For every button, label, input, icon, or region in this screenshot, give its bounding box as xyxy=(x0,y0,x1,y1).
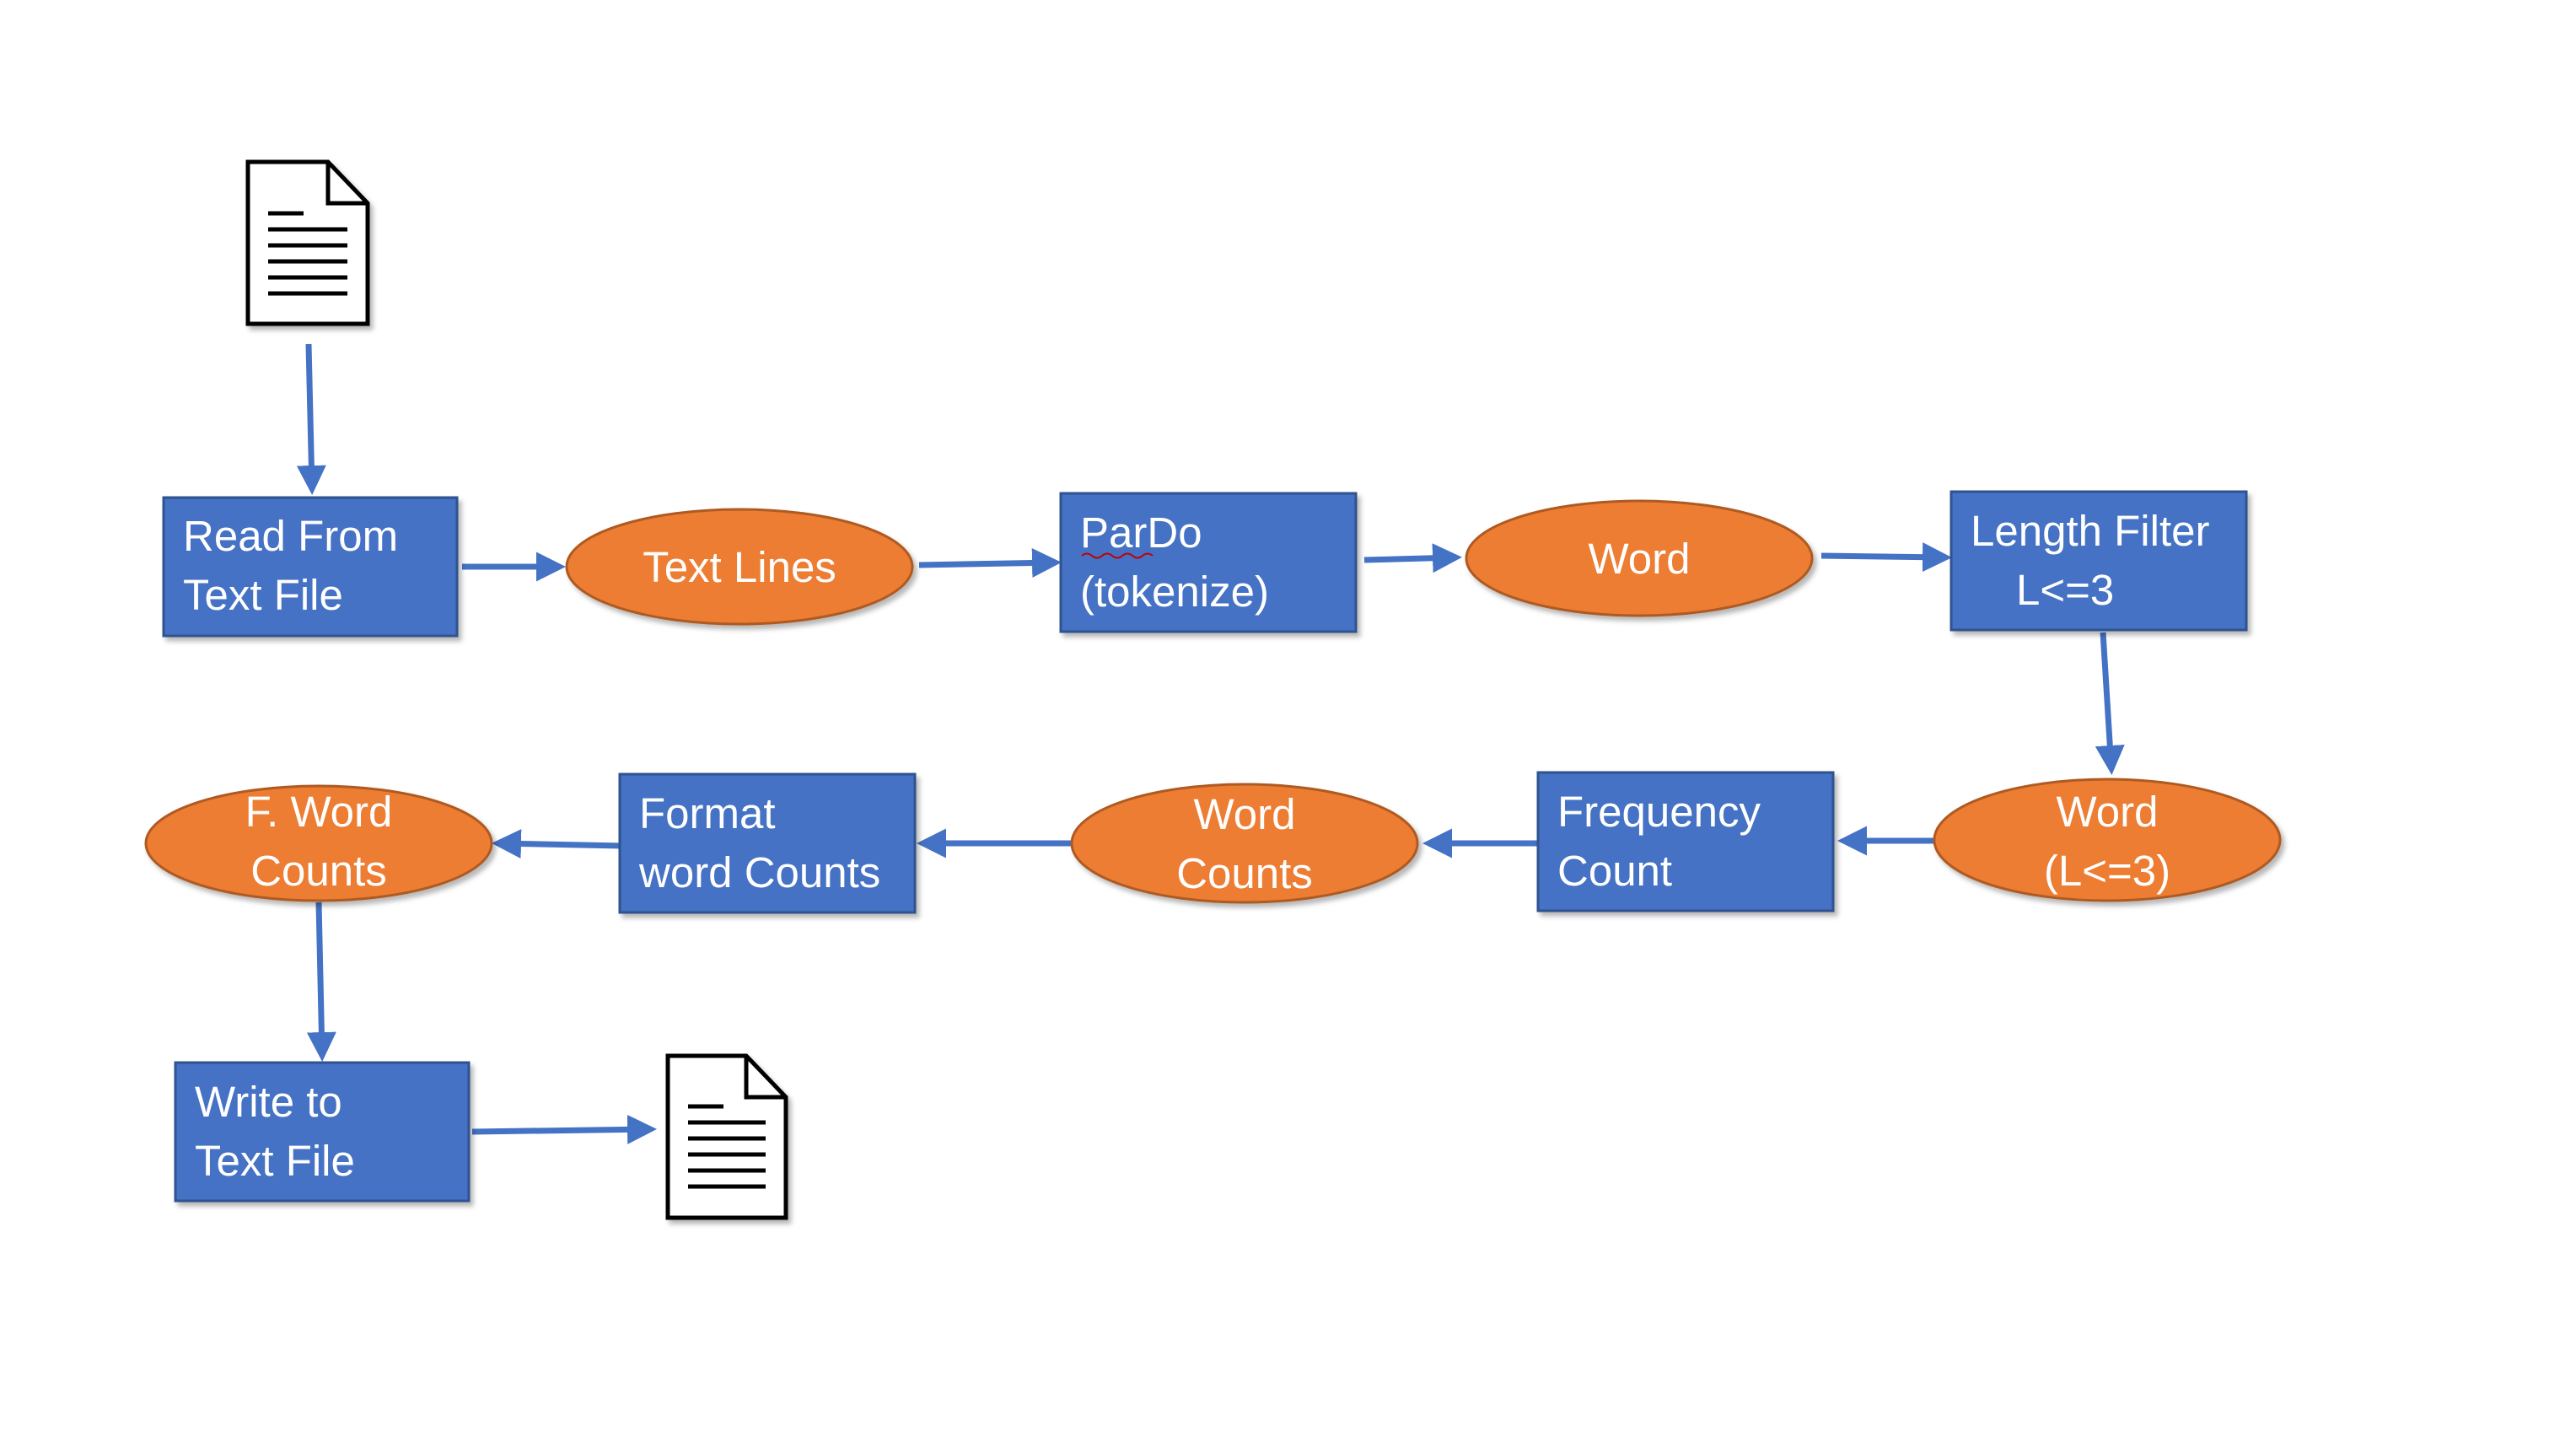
node-label-line2: Text File xyxy=(183,571,343,619)
node-label-line1: ParDo xyxy=(1080,509,1202,557)
process-format-word-counts: Format word Counts xyxy=(618,772,917,914)
arrow-word-to-length-filter xyxy=(1820,542,1952,573)
node-label-line2: (L<=3) xyxy=(2044,847,2170,895)
node-label-line1: Write to xyxy=(195,1078,342,1126)
node-label-line2: word Counts xyxy=(638,848,880,896)
node-label-line2: L<=3 xyxy=(2016,566,2114,614)
arrow-length-filter-to-word-filtered xyxy=(2095,632,2125,775)
data-f-word-counts: F. Word Counts xyxy=(144,784,493,902)
arrow-f-word-counts-to-write xyxy=(306,901,336,1062)
data-text-lines: Text Lines xyxy=(565,508,914,626)
arrow-write-to-output xyxy=(471,1114,657,1144)
node-label-line2: Text File xyxy=(195,1137,355,1185)
process-pardo-tokenize: ParDo (tokenize) xyxy=(1059,492,1358,633)
node-label-line2: Counts xyxy=(250,847,387,895)
node-label-line1: Format xyxy=(639,789,776,837)
input-document-icon xyxy=(245,159,370,326)
arrow-input-to-read xyxy=(296,343,326,495)
data-word: Word xyxy=(1465,499,1814,617)
node-label-line1: Word xyxy=(1589,535,1691,583)
node-label-line1: Read From xyxy=(183,512,398,560)
node-label-line2: Count xyxy=(1557,847,1672,895)
edges xyxy=(296,343,2125,1144)
arrow-format-to-f-word-counts xyxy=(492,829,623,859)
output-document-icon xyxy=(665,1053,788,1220)
node-label-line1: Word xyxy=(2057,788,2159,836)
node-label-line2: (tokenize) xyxy=(1080,568,1269,616)
node-label-line2: Counts xyxy=(1176,849,1313,897)
process-frequency-count: Frequency Count xyxy=(1536,771,1835,912)
node-label-line1: F. Word xyxy=(245,788,393,836)
spellcheck-underline xyxy=(1081,552,1154,559)
arrow-text-lines-to-pardo xyxy=(918,548,1062,579)
node-label-line1: Length Filter xyxy=(1971,507,2210,555)
data-word-filtered: Word (L<=3) xyxy=(1933,778,2282,902)
process-read-from-text-file: Read From Text File xyxy=(162,496,459,638)
data-word-counts: Word Counts xyxy=(1070,783,1419,904)
node-label-line1: Frequency xyxy=(1557,788,1761,836)
process-length-filter: Length Filter L<=3 xyxy=(1949,490,2248,632)
process-write-to-text-file: Write to Text File xyxy=(174,1061,471,1203)
arrow-pardo-to-word xyxy=(1363,543,1462,573)
node-label-line1: Text Lines xyxy=(643,543,836,591)
node-label-line1: Word xyxy=(1194,790,1296,838)
